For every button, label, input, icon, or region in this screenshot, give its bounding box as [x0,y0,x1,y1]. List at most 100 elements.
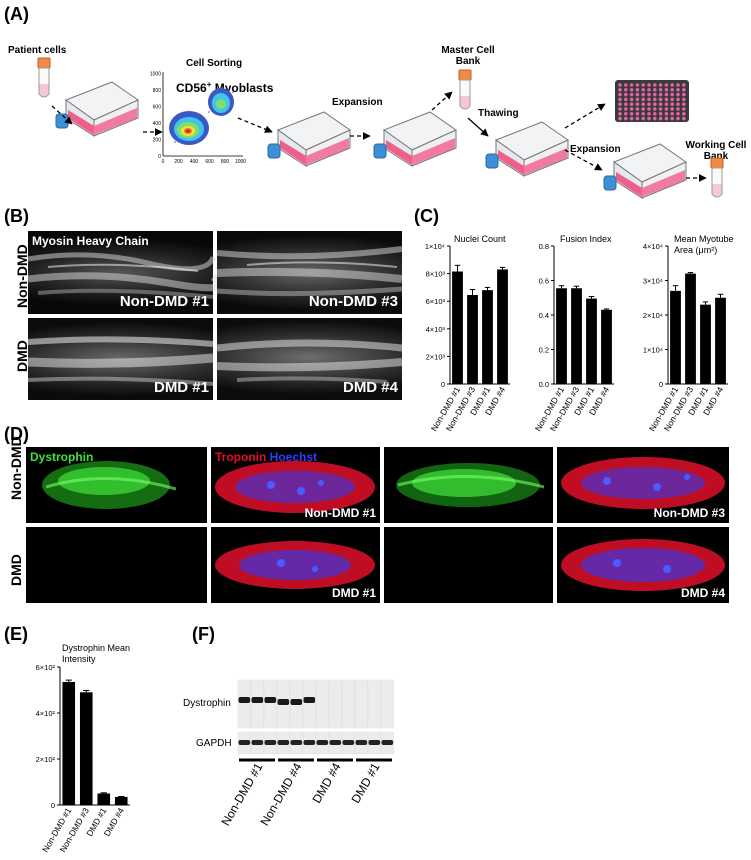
flask-icon-5 [603,143,687,199]
troponin-label: Troponin [215,450,267,464]
chart-title: Nuclei Count [454,234,506,244]
well [624,107,628,111]
y-tick-label: 0.2 [539,346,549,355]
mhc-image-nondmd-3: Non-DMD #3 [216,231,403,314]
chart-title: Fusion Index [560,234,612,244]
blot-lane [367,679,381,729]
well [641,107,645,111]
well [624,102,628,106]
dystrophin-band [251,697,264,703]
dystrophin-band [290,699,303,705]
mhc-label-dmd-4: DMD #4 [342,379,398,396]
panel-label-f: (F) [192,624,215,644]
panel-label-e: (E) [4,624,28,644]
mhc-image-nondmd-1: Myosin Heavy Chain Non-DMD #1 [27,231,223,314]
well [670,112,674,116]
master-bank-tube-icon [458,69,472,110]
well [641,112,645,116]
well [618,112,622,116]
well [618,102,622,106]
well [658,102,663,106]
well [653,107,657,111]
well [658,112,663,116]
fluor-label-dmd-4: DMD #4 [680,586,725,600]
dystrophin-band [264,697,277,703]
well [670,116,674,121]
well [653,92,657,97]
well [664,88,669,92]
y-tick-label: 3×10⁴ [643,277,663,286]
well-plate-icon [615,80,689,122]
well [629,88,634,92]
y-tick-label: 1×10⁴ [643,346,663,355]
facs-x-tick: 200 [174,159,183,165]
well [629,107,634,111]
gapdh-band [251,740,264,745]
mhc-label-nondmd-3: Non-DMD #3 [308,293,398,310]
panel-d-row-dmd: DMD [8,554,24,586]
well [641,83,645,87]
well [664,97,669,102]
y-tick-label: 4×10⁴ [643,242,663,251]
y-tick-label: 0.6 [539,277,549,286]
well [641,92,645,97]
facs-y-tick: 800 [153,88,162,94]
hoechst-label: Hoechst [269,450,318,464]
bar [571,288,582,384]
well [618,83,622,87]
well [676,107,680,111]
y-tick-label: 2×10⁴ [643,311,663,320]
mhc-stain-label: Myosin Heavy Chain [32,234,149,248]
chart-title: Intensity [62,654,96,664]
well [682,102,686,106]
well [624,88,628,92]
well [629,116,634,121]
y-tick-label: 0.4 [539,311,549,320]
y-tick-label: 2×10³ [426,352,446,361]
well [664,116,669,121]
well [641,88,645,92]
well [618,88,622,92]
gapdh-band [264,740,277,745]
well [647,97,651,102]
well [618,107,622,111]
gapdh-band [238,740,251,745]
facs-y-tick: 0 [158,154,161,160]
bar [467,294,478,384]
well [676,97,680,102]
well [653,83,657,87]
patient-cells-label: Patient cells [8,45,67,56]
well [658,92,663,97]
mhc-label-dmd-1: DMD #1 [153,379,209,396]
well [641,97,645,102]
well [635,97,640,102]
expansion-label-2: Expansion [570,144,621,155]
well [647,92,651,97]
well [635,88,640,92]
well [618,92,622,97]
chart-title: Area (μm²) [674,245,717,255]
dystrophin-band [303,697,316,703]
well [635,107,640,111]
well [647,88,651,92]
bar [97,793,111,805]
well [635,112,640,116]
well [664,112,669,116]
bar [685,273,696,384]
well [670,102,674,106]
gapdh-band [316,740,329,745]
well [647,107,651,111]
well [629,83,634,87]
gapdh-band [277,740,290,745]
well [682,107,686,111]
blot-lane [380,679,394,729]
well [658,97,663,102]
mhc-label-nondmd-1: Non-DMD #1 [119,293,209,310]
blot-group-label: DMD #1 [348,760,382,805]
y-tick-label: 6×10³ [426,297,446,306]
